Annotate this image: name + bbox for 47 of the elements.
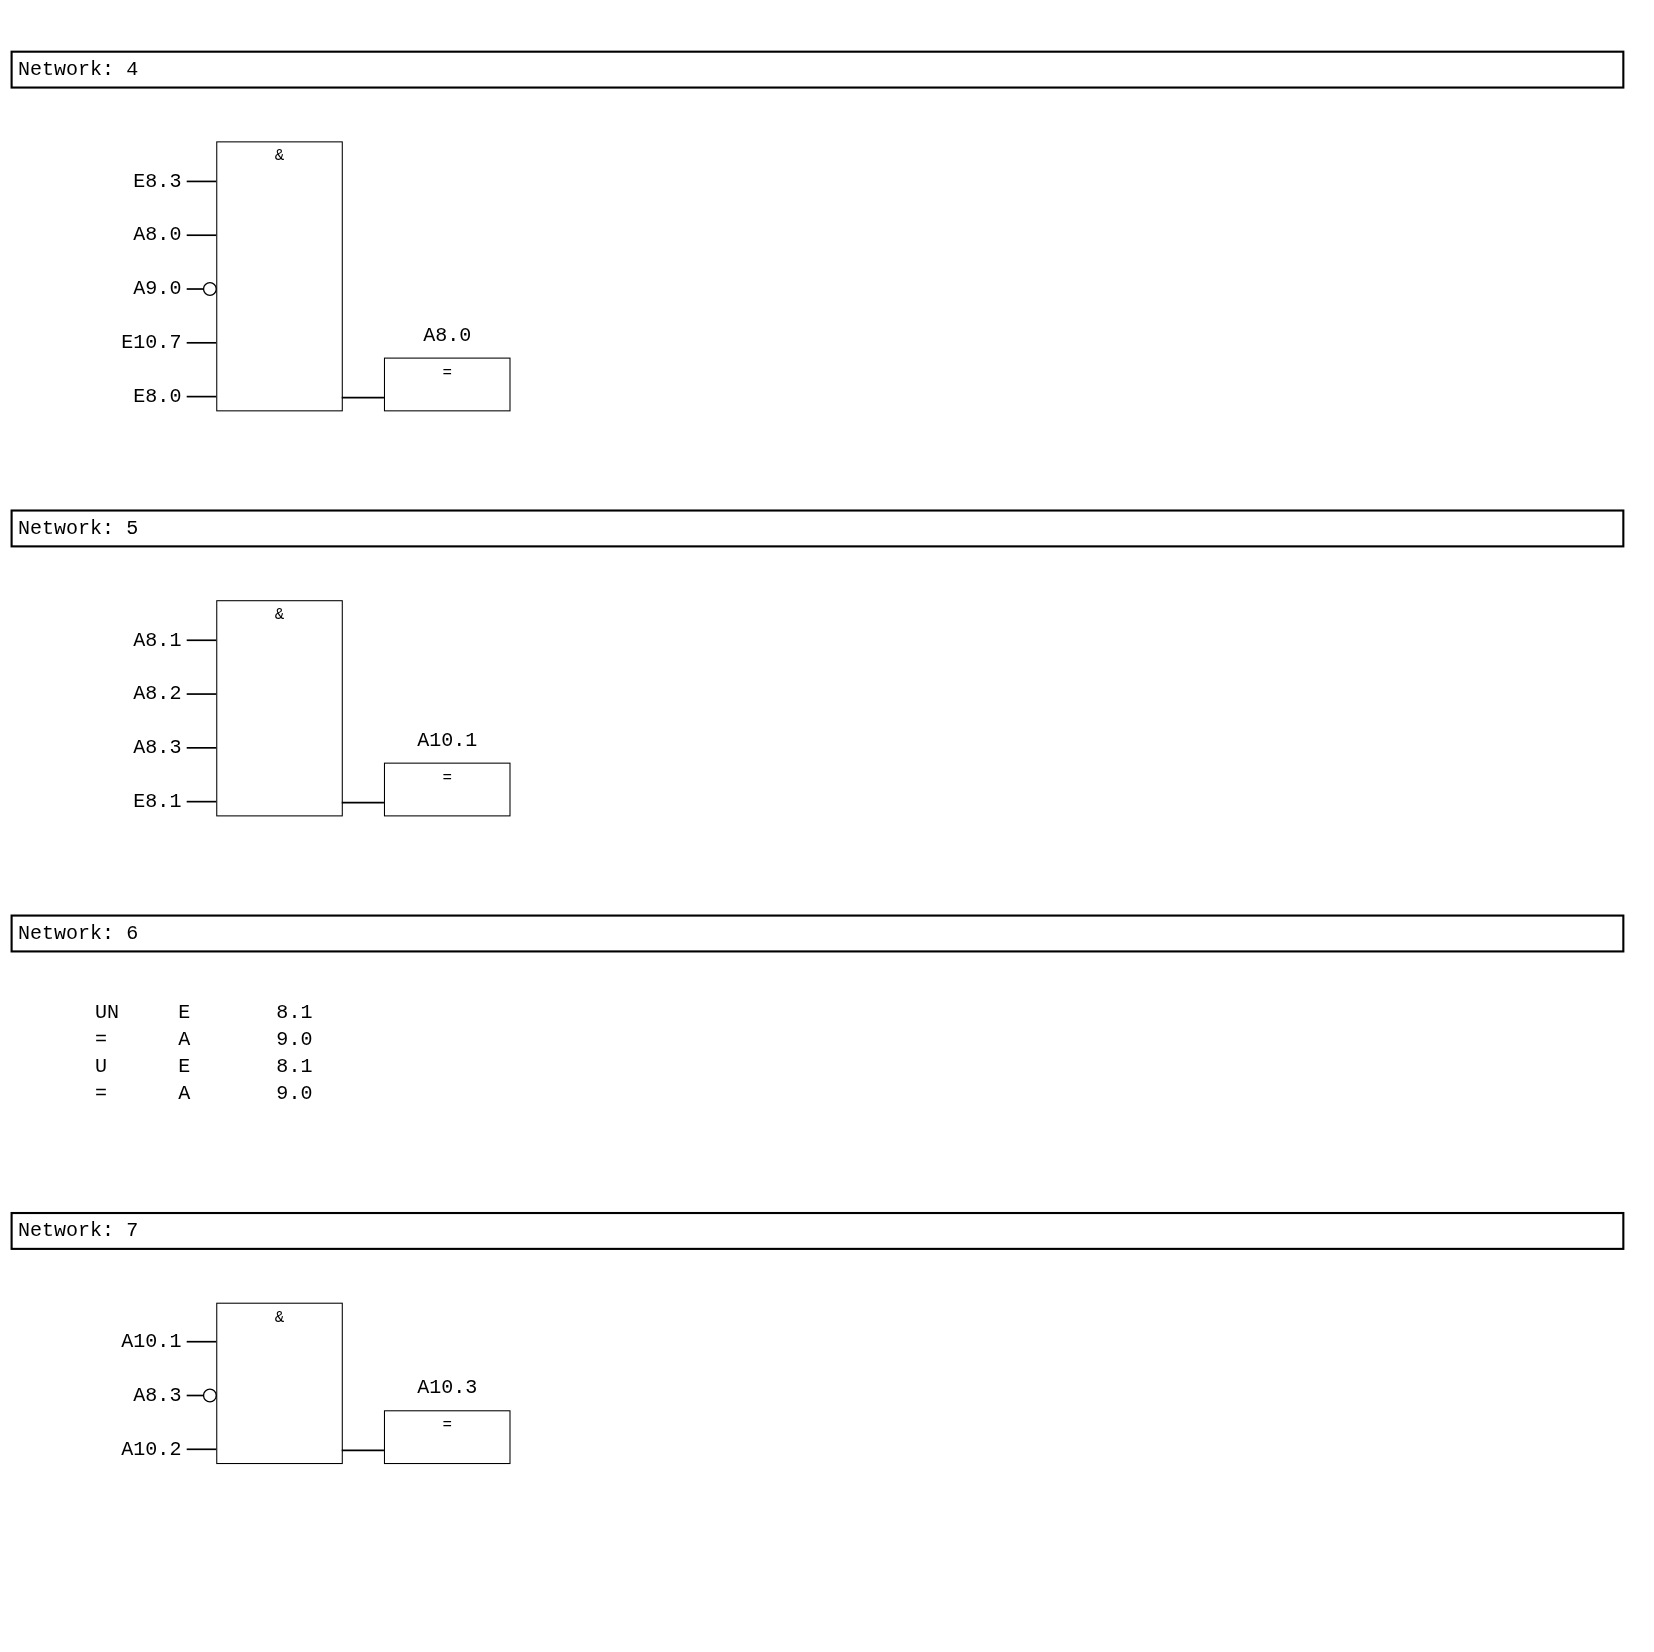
instruction-text: 8.1 (276, 1001, 313, 1025)
instruction-text: 9.0 (276, 1028, 313, 1052)
instruction-text: E (178, 1001, 191, 1025)
connection-line (185, 395, 218, 398)
operand-label: A10.1 (416, 728, 479, 753)
instruction-text: U (94, 1055, 107, 1079)
operand-label: A9.0 (133, 277, 182, 301)
connection-line (340, 396, 385, 399)
assign-box: = (383, 1410, 511, 1465)
operand-label: A8.3 (133, 736, 182, 760)
network-header: Network: 6 (10, 914, 1625, 953)
instruction-text: 9.0 (276, 1082, 313, 1106)
instruction-text: A (178, 1082, 191, 1106)
instruction-text: UN (94, 1001, 119, 1025)
connection-line (185, 693, 218, 695)
operand-label: A10.2 (121, 1437, 182, 1461)
operand-label: A8.2 (133, 682, 182, 706)
negated-input-line (185, 1388, 218, 1403)
connection-line (185, 341, 218, 344)
instruction-text: = (94, 1028, 107, 1052)
connection-line (185, 800, 218, 803)
connection-line (340, 1449, 385, 1452)
operand-label: E8.1 (133, 790, 182, 814)
operand-label: A10.3 (416, 1376, 479, 1400)
connection-line (185, 1448, 218, 1451)
operand-label: E10.7 (121, 331, 182, 355)
operand-label: A8.0 (422, 323, 473, 348)
instruction-text: = (94, 1082, 107, 1106)
connection-line (185, 747, 218, 749)
connection-line (340, 801, 385, 804)
operand-label: A8.1 (133, 628, 182, 652)
network-header: Network: 5 (10, 509, 1625, 548)
connection-line (185, 180, 218, 183)
operand-label: E8.0 (133, 385, 182, 409)
instruction-text: A (178, 1028, 191, 1052)
network-header: Network: 7 (10, 1211, 1625, 1250)
connection-line (185, 234, 218, 237)
negated-input-line (185, 282, 218, 296)
network-header: Network: 4 (10, 50, 1625, 89)
operand-label: A8.0 (133, 223, 182, 247)
instruction-text: E (178, 1055, 191, 1079)
operand-label: A10.1 (121, 1330, 182, 1354)
operand-label: E8.3 (133, 169, 182, 194)
operand-label: A8.3 (133, 1383, 182, 1408)
instruction-text: 8.1 (276, 1055, 313, 1079)
connection-line (185, 639, 218, 642)
connection-line (185, 1340, 218, 1343)
